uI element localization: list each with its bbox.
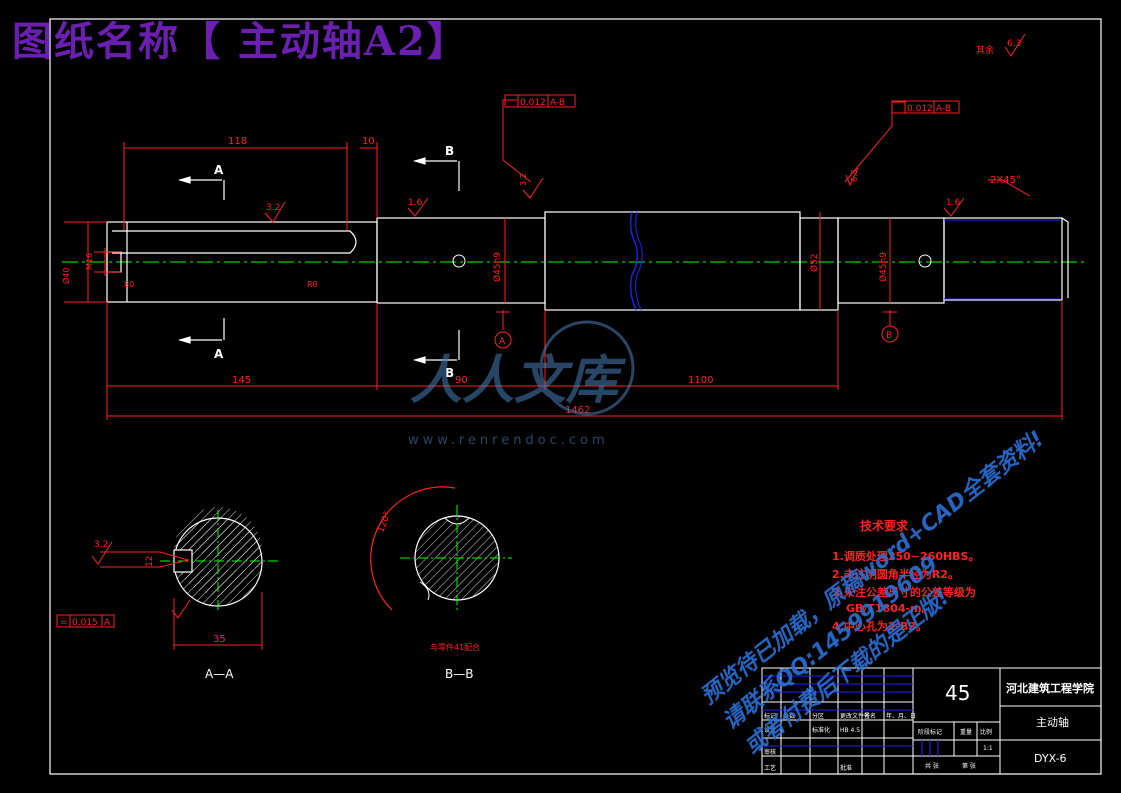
tech-heading: 技术要求 — [860, 518, 909, 533]
watermark-logo-text: 人人文库 — [410, 351, 627, 411]
tech-item-3: 3.未注公差尺寸的公差等级为 — [832, 585, 976, 599]
datum-b-symbol — [881, 325, 899, 343]
svg-text:A: A — [104, 618, 111, 628]
section-b-top: B — [445, 144, 454, 158]
bb-label: B—B — [445, 667, 473, 681]
datum-a-label: A — [499, 337, 506, 347]
tb-school: 河北建筑工程学院 — [1006, 681, 1094, 695]
shaft-outline — [106, 211, 1069, 311]
dim-2x45: 2X45° — [990, 175, 1021, 186]
section-a-top: A — [214, 163, 224, 177]
tb-scale: 比例 — [980, 728, 992, 736]
tech-item-4: GB/T1804-m。 — [846, 602, 933, 615]
svg-text:120°: 120° — [376, 510, 393, 534]
dim-m16: M16 — [85, 253, 94, 270]
svg-text:0.015: 0.015 — [72, 618, 98, 628]
hole-left — [452, 254, 466, 268]
section-b-bottom: B — [445, 366, 454, 380]
tb-sheet-total: 共 张 — [925, 762, 939, 770]
rough-32-a: 3.2 — [266, 203, 280, 213]
svg-text:=: = — [60, 618, 68, 628]
svg-text:0.012: 0.012 — [520, 98, 546, 108]
tb-hdr-3: 更改文件号 — [840, 712, 870, 720]
tb-process: 工艺 — [764, 764, 776, 772]
tech-item-2: 2.未注明圆角半径为R2。 — [832, 567, 959, 581]
tb-stage-mark: 阶段标记 — [918, 728, 942, 736]
tb-weight: 重量 — [960, 728, 972, 736]
tb-scale-val: 1:1 — [983, 745, 993, 752]
section-aa-view: 12 3.2 35 = 0.015 A A—A — [56, 507, 280, 681]
dim-phi45-right: Ø45h9 — [878, 252, 889, 282]
dim-80: 80 — [124, 280, 134, 289]
datum-a-symbol — [494, 331, 512, 349]
datum-b-label: B — [886, 331, 892, 341]
watermark-line-2: 请联系QQ:1459919609 — [718, 552, 942, 735]
dim-1462: 1462 — [565, 405, 590, 416]
tb-standard: 标准化 — [812, 726, 830, 734]
dim-phi40: Ø40 — [61, 268, 71, 284]
drawing-frame — [49, 18, 1102, 775]
dim-90: 90 — [455, 375, 468, 386]
svg-text:其余: 其余 — [976, 44, 994, 56]
break-line-2 — [635, 211, 643, 311]
svg-text:12: 12 — [145, 556, 155, 567]
dim-phi45-left: Ø45h9 — [492, 252, 503, 282]
title-block — [761, 667, 1102, 775]
title-block-blue-grid — [762, 675, 939, 756]
tech-requirements: 技术要求 1.调质处理250~260HBS。 2.未注明圆角半径为R2。 3.未… — [832, 518, 980, 633]
bb-note: 与零件41配合 — [430, 642, 480, 652]
dim-10: 10 — [362, 136, 375, 147]
tech-item-1: 1.调质处理250~260HBS。 — [832, 549, 980, 563]
hole-right — [918, 254, 932, 268]
tb-hdr-1: 处数 — [783, 712, 795, 720]
section-markers — [177, 157, 460, 364]
svg-text:6.3: 6.3 — [1007, 39, 1021, 49]
dim-118: 118 — [228, 136, 247, 147]
tb-std-val: HB 4.5 — [840, 727, 860, 734]
dimension-texts: 118 10 145 90 1100 1462 2X45° 3.2 1.6 1.… — [61, 136, 1021, 416]
tb-hdr-0: 标记 — [764, 712, 776, 720]
tb-approve: 批准 — [840, 764, 852, 772]
dim-6-3: 6.3 — [850, 169, 859, 182]
tolerance-frame-2: 0.012 A-B — [891, 100, 960, 114]
tb-material: 45 — [945, 681, 970, 705]
rest-roughness: 其余 6.3 — [976, 33, 1026, 57]
rough-32-b: 3.2 — [519, 173, 528, 186]
dim-phi52: Ø52 — [809, 253, 820, 272]
tech-item-5: 4.中心孔为2-B3。 — [832, 619, 927, 633]
drawing-title: 图纸名称【 主动轴A2】 — [12, 18, 469, 65]
rough-16-b: 1.6 — [946, 198, 961, 208]
tolerance-frame-1: 0.012 A-B — [504, 94, 576, 108]
section-a-bottom: A — [214, 347, 224, 361]
svg-text:A-B: A-B — [936, 104, 951, 114]
tb-hdr-4: 签名 — [864, 712, 876, 720]
tb-hdr-2: 分区 — [812, 712, 824, 720]
svg-text:35: 35 — [213, 634, 226, 645]
aa-label: A—A — [205, 667, 234, 681]
dim-145: 145 — [232, 375, 251, 386]
break-line — [629, 211, 639, 311]
svg-text:3.2: 3.2 — [94, 540, 108, 550]
svg-text:A-B: A-B — [550, 98, 565, 108]
tb-check: 审核 — [764, 748, 776, 756]
watermark-url: www.renrendoc.com — [408, 433, 609, 448]
section-bb-view: 120° 与零件41配合 B—B — [370, 486, 512, 681]
watermark-logo: 人人文库 www.renrendoc.com — [408, 320, 635, 448]
dim-1100: 1100 — [688, 375, 713, 386]
tb-design: 设计 — [764, 726, 776, 734]
svg-text:0.012: 0.012 — [907, 104, 933, 114]
tb-part-name: 主动轴 — [1036, 715, 1069, 729]
rough-16-a: 1.6 — [408, 198, 423, 208]
tb-hdr-5: 年、月、日 — [886, 712, 916, 720]
tb-drawing-no: DYX-6 — [1034, 752, 1067, 765]
tb-sheet-no: 第 张 — [962, 762, 976, 770]
dim-r8: R8 — [307, 280, 318, 289]
